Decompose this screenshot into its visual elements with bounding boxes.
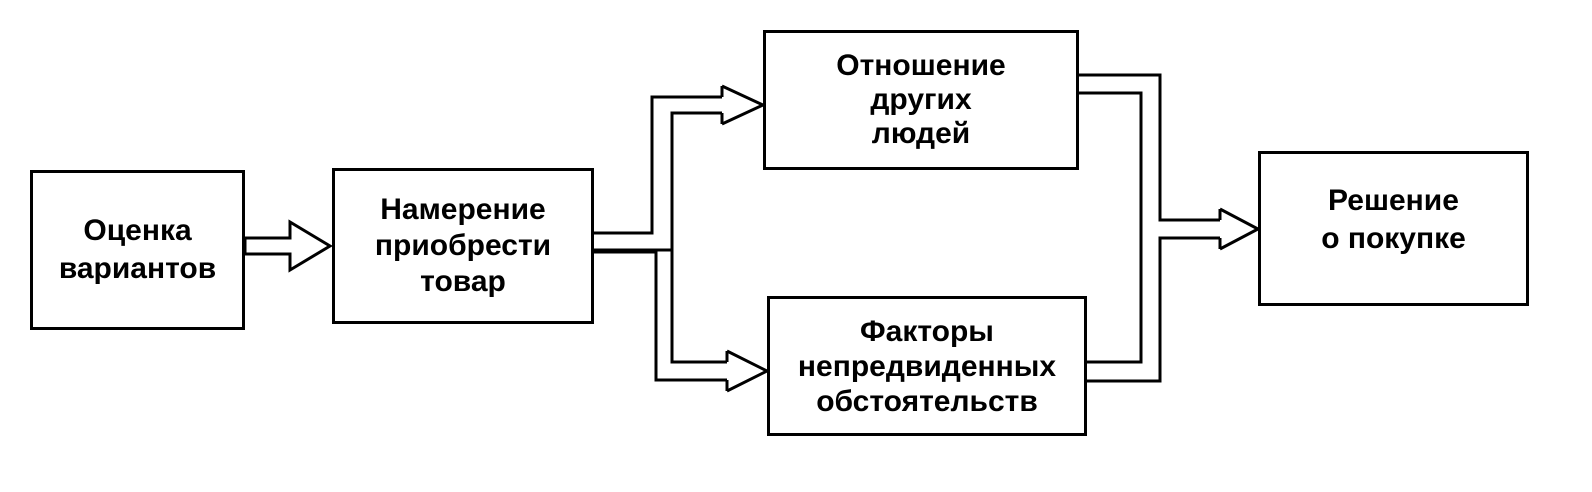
arrow-head-to-attitude: [721, 84, 767, 126]
unexpected-factors-label: Факторы непредвиденных обстоятельств: [797, 314, 1057, 418]
arrow-head-to-decision: [1219, 207, 1262, 251]
connector-intention-to-attitude-outer: [594, 95, 722, 235]
purchase-intention-label: Намерение приобрести товар: [374, 193, 552, 298]
evaluate-alternatives-box: Оценка вариантов: [30, 170, 245, 330]
purchase-intention-box: Намерение приобрести товар: [332, 168, 594, 324]
connector-attitude-to-decision-inner: [1079, 91, 1143, 364]
purchase-decision-box: Решение о покупке: [1258, 151, 1529, 306]
arrow-head-to-factors: [726, 349, 771, 393]
connector-intention-to-factors-outer: [594, 250, 727, 382]
connector-intention-to-factors-inner: [670, 250, 727, 364]
connector-attitude-to-decision-outer: [1079, 73, 1220, 222]
attitude-of-others-label: Отношение других людей: [836, 49, 1006, 150]
connector-factors-to-decision-outer: [1087, 236, 1220, 383]
arrow-evaluate-to-intention: [243, 219, 333, 273]
evaluate-alternatives-label: Оценка вариантов: [58, 214, 217, 285]
unexpected-factors-box: Факторы непредвиденных обстоятельств: [767, 296, 1087, 436]
purchase-decision-label: Решение о покупке: [1321, 183, 1466, 255]
connector-intention-to-attitude-inner: [594, 111, 722, 252]
attitude-of-others-box: Отношение других людей: [763, 30, 1079, 170]
